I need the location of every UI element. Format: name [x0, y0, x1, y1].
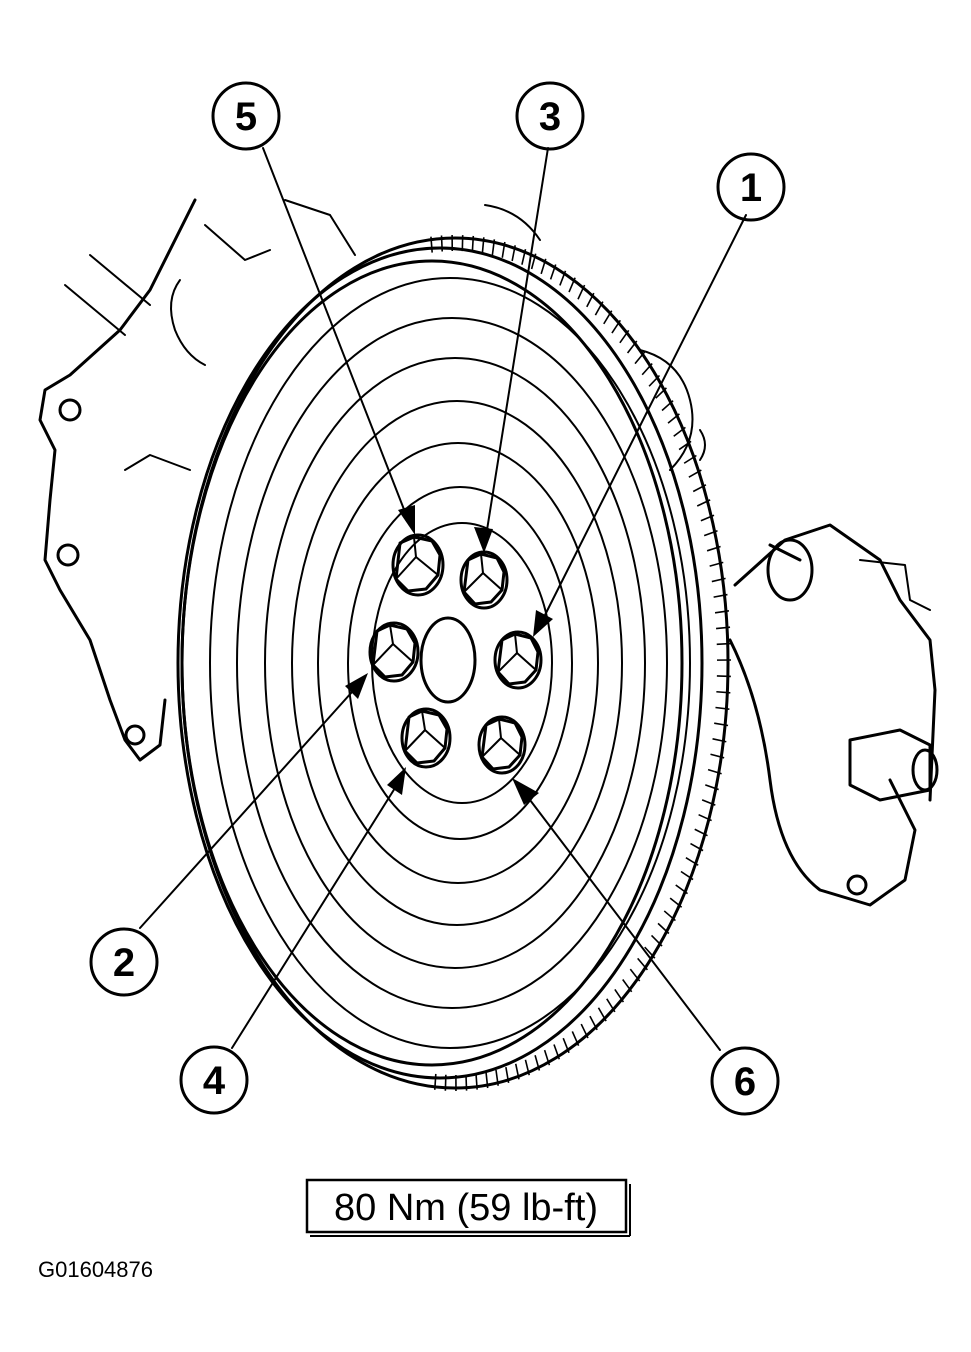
- arrowhead-6: [512, 778, 539, 805]
- callout-4: 4: [179, 1045, 249, 1115]
- leader-lines: [139, 147, 747, 1051]
- svg-text:3: 3: [539, 95, 561, 139]
- center-bore: [419, 616, 477, 704]
- bolt-2: [368, 621, 420, 683]
- svg-text:4: 4: [203, 1059, 226, 1103]
- arrowhead-3: [474, 527, 493, 553]
- bolt-5: [391, 533, 445, 597]
- figure-id: G01604876: [38, 1257, 153, 1282]
- callout-2: 2: [89, 927, 159, 997]
- callouts: 5 3 1 2 4 6: [89, 81, 786, 1116]
- svg-text:1: 1: [740, 166, 762, 210]
- engine-bracket-outline: [639, 349, 939, 907]
- torque-spec-box: 80 Nm (59 lb-ft): [305, 1178, 631, 1237]
- torque-spec-text: 80 Nm (59 lb-ft): [334, 1187, 598, 1229]
- arrowhead-5: [398, 505, 415, 535]
- bolt-4: [400, 707, 452, 769]
- arrowhead-4: [387, 767, 406, 795]
- svg-text:5: 5: [235, 95, 257, 139]
- svg-text:6: 6: [734, 1060, 756, 1104]
- svg-text:2: 2: [113, 941, 135, 985]
- flywheel: [176, 235, 731, 1091]
- bolt-6: [477, 715, 527, 775]
- callout-5: 5: [211, 81, 281, 151]
- callout-1: 1: [716, 152, 786, 222]
- callout-3: 3: [515, 81, 585, 151]
- bolt-1: [493, 630, 543, 690]
- arrowhead-2: [345, 673, 368, 699]
- engine-block-outline: [38, 198, 541, 762]
- callout-6: 6: [710, 1046, 780, 1116]
- bolt-3: [459, 550, 509, 610]
- arrowhead-1: [533, 610, 553, 637]
- flywheel-bolts: [368, 533, 543, 775]
